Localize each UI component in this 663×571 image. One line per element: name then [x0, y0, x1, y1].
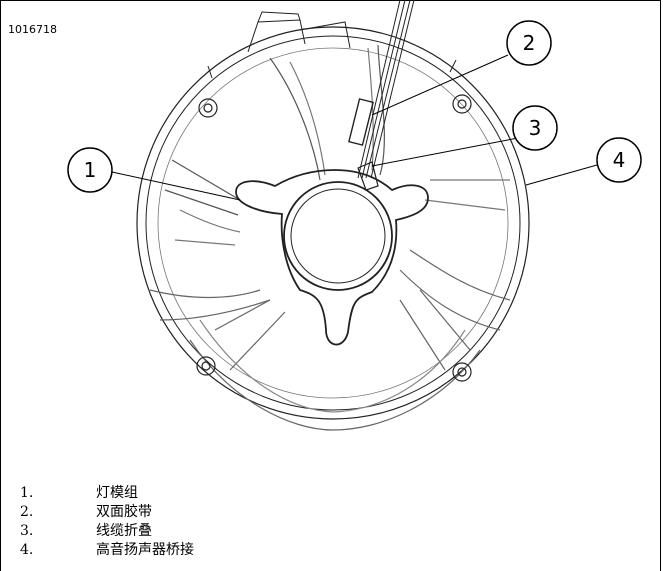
callout-1: 1 [67, 147, 113, 193]
legend-number: 4. [20, 542, 34, 558]
svg-text:4: 4 [613, 148, 626, 172]
bracket-outer-ring [136, 26, 530, 420]
legend-number: 3. [20, 523, 34, 539]
parts-legend: 1. 灯模组 2. 双面胶带 3. 线缆折叠 4. 高音扬声器桥接 [20, 484, 194, 560]
legend-item: 4. 高音扬声器桥接 [20, 541, 194, 560]
legend-label: 线缆折叠 [96, 523, 152, 539]
legend-label: 灯模组 [96, 485, 138, 501]
cable-bundle [357, 0, 415, 179]
svg-text:3: 3 [529, 116, 542, 140]
lamp-module-bore [283, 181, 393, 291]
legend-label: 高音扬声器桥接 [96, 542, 194, 558]
legend-label: 双面胶带 [96, 504, 152, 520]
mounting-holes [196, 94, 472, 382]
svg-text:2: 2 [523, 31, 536, 55]
legend-item: 1. 灯模组 [20, 484, 194, 503]
double-sided-tape [348, 98, 374, 146]
lamp-module [235, 169, 429, 346]
svg-text:1: 1 [84, 158, 97, 182]
legend-number: 2. [20, 504, 34, 520]
legend-item: 3. 线缆折叠 [20, 522, 194, 541]
speaker-bracket-drawing: 1 2 3 4 [67, 0, 642, 431]
callout-4: 4 [596, 137, 642, 183]
callout-3: 3 [512, 105, 558, 151]
callout-2: 2 [506, 20, 552, 66]
figure-id: 1016718 [8, 23, 57, 36]
legend-number: 1. [20, 485, 34, 501]
legend-item: 2. 双面胶带 [20, 503, 194, 522]
